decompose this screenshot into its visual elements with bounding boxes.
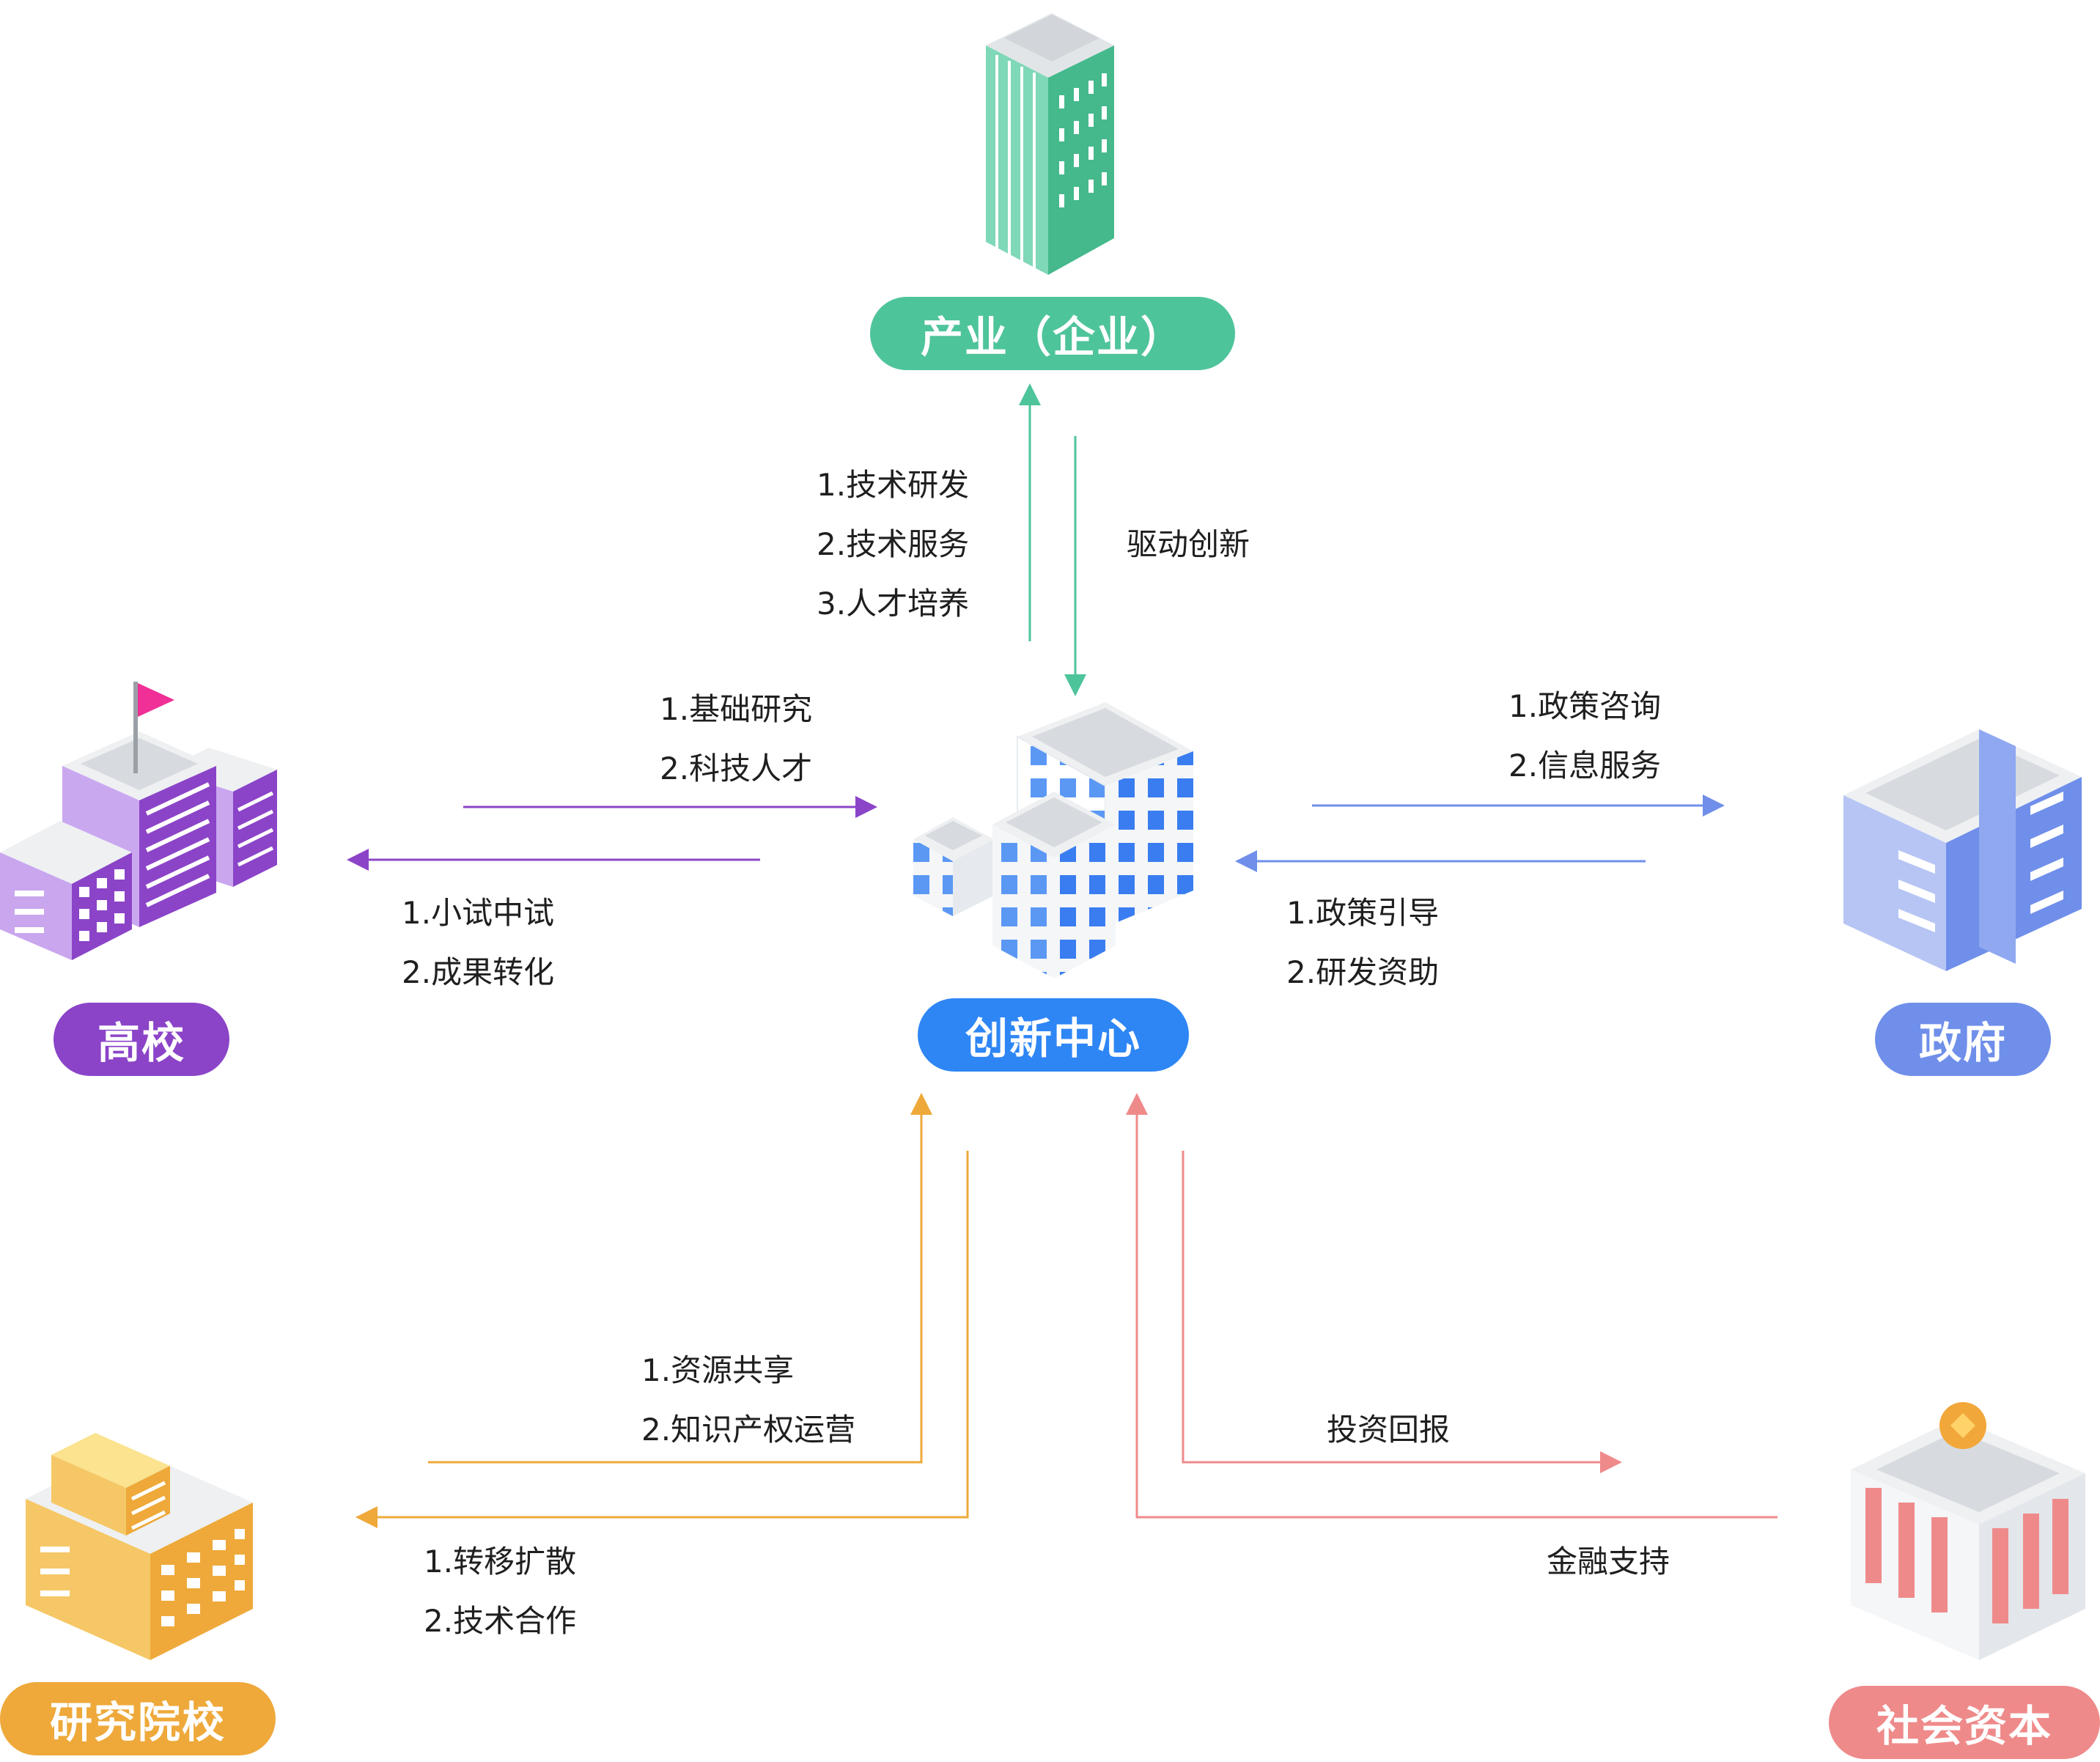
label-center-to-research-1: 1.转移扩散 (424, 1544, 577, 1579)
label-government-to-center-2: 2.研发资助 (1286, 954, 1440, 990)
label-center-to-industry-2: 2.技术服务 (817, 526, 970, 562)
node-government-label: 政府 (1875, 1003, 2051, 1076)
label-center-to-government-2: 2.信息服务 (1508, 748, 1662, 784)
edge-center-to-capital (1182, 1151, 1622, 1473)
center-building-icon (913, 702, 1193, 978)
label-capital-to-center-1: 金融支持 (1547, 1544, 1670, 1579)
node-industry-label: 产业（企业） (870, 297, 1235, 370)
university-building-icon (0, 682, 277, 960)
label-center-to-industry-1: 1.技术研发 (817, 467, 970, 503)
government-building-icon (1843, 729, 2082, 971)
label-center-to-capital-1: 投资回报 (1327, 1412, 1451, 1448)
edge-center-to-research (355, 1151, 969, 1528)
label-research-to-center-1: 1.资源共享 (641, 1352, 795, 1388)
label-center-to-industry-3: 3.人才培养 (817, 586, 970, 622)
node-research-label: 研究院校 (0, 1682, 276, 1755)
label-industry-to-center-1: 驱动创新 (1127, 526, 1250, 562)
label-university-to-center-2: 2.科技人才 (660, 751, 813, 786)
label-university-to-center-1: 1.基础研究 (660, 691, 813, 727)
edge-capital-to-center (1126, 1093, 1777, 1519)
label-center-to-government-1: 1.政策咨询 (1508, 688, 1662, 724)
label-center-to-university-2: 2.成果转化 (402, 954, 555, 990)
node-university-label: 高校 (54, 1003, 229, 1076)
research-building-icon (26, 1433, 253, 1660)
label-government-to-center-1: 1.政策引导 (1286, 895, 1440, 931)
label-center-to-research-2: 2.技术合作 (424, 1603, 577, 1639)
capital-building-icon (1851, 1402, 2085, 1660)
node-center-label: 创新中心 (918, 998, 1189, 1072)
node-capital-label: 社会资本 (1829, 1686, 2100, 1759)
label-research-to-center-2: 2.知识产权运营 (641, 1412, 856, 1448)
label-center-to-university-1: 1.小试中试 (402, 895, 555, 931)
industry-building-icon (986, 13, 1114, 275)
edge-research-to-center (428, 1093, 932, 1464)
